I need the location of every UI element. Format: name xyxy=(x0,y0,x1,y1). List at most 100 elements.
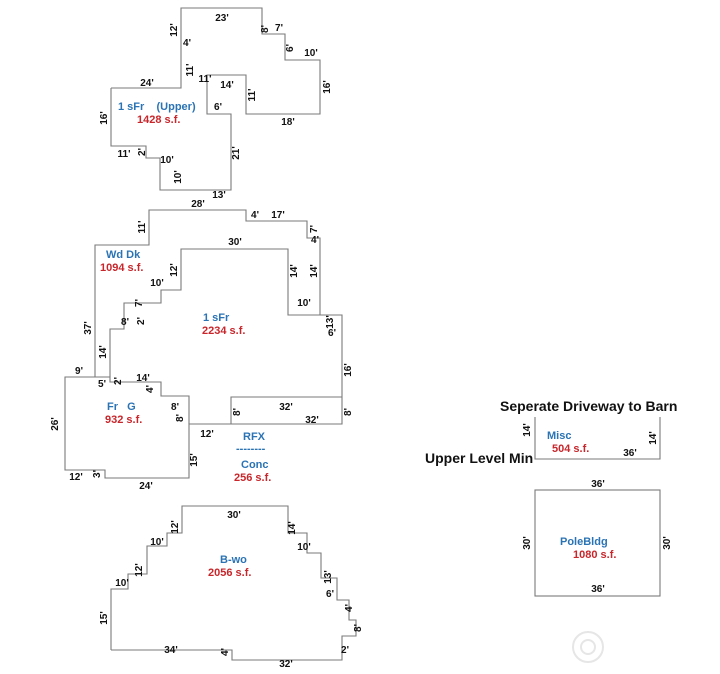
basement-plan: B-wo 2056 s.f. 30' 12' 14' 10' 10' 12' 1… xyxy=(99,505,364,670)
dimension-label: 30' xyxy=(522,536,533,550)
dimension-label: 8' xyxy=(121,317,129,328)
watermark-logo xyxy=(572,631,604,663)
dimension-label: 34' xyxy=(164,645,178,656)
dimension-label: 8' xyxy=(175,414,186,422)
dimension-label: 21' xyxy=(231,146,242,160)
dimension-label: 36' xyxy=(591,479,605,490)
dimension-label: 10' xyxy=(115,578,129,589)
room-area-garage: 932 s.f. xyxy=(105,414,142,426)
dimension-label: 3' xyxy=(92,470,103,478)
dimension-label: 12' xyxy=(200,429,214,440)
dimension-label: 8' xyxy=(343,408,354,416)
dimension-label: 24' xyxy=(140,78,154,89)
room-area-misc: 504 s.f. xyxy=(552,443,589,455)
dimension-label: 32' xyxy=(279,659,293,670)
dimension-label: 7' xyxy=(134,299,145,307)
outbuildings: Seperate Driveway to Barn Upper Level Mi… xyxy=(425,398,677,597)
dimension-label: 14' xyxy=(289,264,300,278)
upper-floor-outline xyxy=(110,7,321,191)
dimension-label: 11' xyxy=(118,149,131,160)
room-area-rfx: 256 s.f. xyxy=(234,472,271,484)
dimension-label: 14' xyxy=(287,521,298,535)
room-area-bwo: 2056 s.f. xyxy=(208,567,251,579)
dimension-label: 30' xyxy=(227,510,241,521)
room-name-rfx: RFX xyxy=(243,431,266,443)
dimension-label: 13' xyxy=(212,190,226,201)
pole-building-outline xyxy=(534,489,661,597)
garage-outline xyxy=(95,376,190,424)
dimension-label: 10' xyxy=(297,298,311,309)
dimension-label: 28' xyxy=(191,199,205,210)
dimension-label: 4' xyxy=(344,604,355,612)
dimension-label: 15' xyxy=(189,453,200,467)
note-separate-driveway: Seperate Driveway to Barn xyxy=(500,398,677,414)
upper-floor-plan: 1 sFr (Upper) 1428 s.f. 23' 8' 7' 6' 10'… xyxy=(99,7,333,201)
dimension-label: 16' xyxy=(322,80,333,94)
dimension-label: 30' xyxy=(662,536,673,550)
dimension-label: 10' xyxy=(150,278,164,289)
dimension-label: 14' xyxy=(309,264,320,278)
dimension-label: 17' xyxy=(271,210,285,221)
room-area-pole-building: 1080 s.f. xyxy=(573,549,616,561)
dimension-label: 16' xyxy=(343,363,354,377)
dimension-label: 32' xyxy=(305,415,319,426)
dimension-label: 4' xyxy=(145,385,156,393)
room-name-wd-dk: Wd Dk xyxy=(106,249,141,261)
room-name-misc: Misc xyxy=(547,430,571,442)
dimension-label: 10' xyxy=(160,155,174,166)
room-area-main: 2234 s.f. xyxy=(202,325,245,337)
dimension-label: 12' xyxy=(169,23,180,37)
dimension-label: 13' xyxy=(323,570,334,584)
dimension-label: 2' xyxy=(137,148,148,156)
dimension-label: 2' xyxy=(113,377,124,385)
room-name-garage: Fr G xyxy=(107,401,136,413)
dimension-label: 14' xyxy=(98,345,109,359)
dimension-label: 36' xyxy=(623,448,637,459)
room-name-bwo: B-wo xyxy=(220,554,247,566)
dimension-label: 32' xyxy=(279,402,293,413)
dimension-label: 8' xyxy=(353,624,364,632)
dimension-label: 10' xyxy=(297,542,311,553)
room-separator-rfx: -------- xyxy=(236,443,266,455)
dimension-label: 6' xyxy=(285,44,296,52)
dimension-label: 14' xyxy=(136,373,150,384)
dimension-label: 14' xyxy=(648,431,659,445)
dimension-label: 4' xyxy=(183,38,191,49)
dimension-label: 8' xyxy=(260,25,271,33)
basement-outline xyxy=(110,505,357,661)
room-name-upper: 1 sFr (Upper) xyxy=(118,101,196,113)
dimension-label: 4' xyxy=(251,210,259,221)
dimension-label: 6' xyxy=(214,102,222,113)
dimension-label: 2' xyxy=(136,317,147,325)
dimension-label: 4' xyxy=(311,235,319,246)
dimension-label: 12' xyxy=(169,263,180,277)
room-area-upper: 1428 s.f. xyxy=(137,114,180,126)
dimension-label: 2' xyxy=(341,645,349,656)
dimension-label: 8' xyxy=(232,408,243,416)
dimension-label: 14' xyxy=(220,80,234,91)
dimension-label: 7' xyxy=(309,225,320,233)
dimension-label: 26' xyxy=(50,417,61,431)
dimension-label: 18' xyxy=(281,117,295,128)
rfx-outline xyxy=(230,396,342,424)
room-name-pole-building: PoleBldg xyxy=(560,536,608,548)
dimension-label: 10' xyxy=(304,48,318,59)
room-name-conc: Conc xyxy=(241,459,269,471)
main-room-outline xyxy=(109,248,320,377)
dimension-label: 15' xyxy=(99,611,110,625)
dimension-label: 11' xyxy=(137,221,148,234)
dimension-label: 12' xyxy=(69,472,83,483)
dimension-label: 11' xyxy=(199,74,212,85)
dimension-label: 24' xyxy=(139,481,153,492)
main-floor-plan: Wd Dk 1094 s.f. 1 sFr 2234 s.f. Fr G 932… xyxy=(50,199,354,492)
dimension-label: 11' xyxy=(247,89,258,102)
dimension-label: 14' xyxy=(522,423,533,437)
dimension-label: 12' xyxy=(134,563,145,577)
dimension-label: 30' xyxy=(228,237,242,248)
dimension-label: 8' xyxy=(171,402,179,413)
dimension-label: 11' xyxy=(185,64,196,77)
note-upper-level: Upper Level Min xyxy=(425,450,533,466)
dimension-label: 10' xyxy=(173,170,184,184)
misc-outline xyxy=(534,417,661,460)
